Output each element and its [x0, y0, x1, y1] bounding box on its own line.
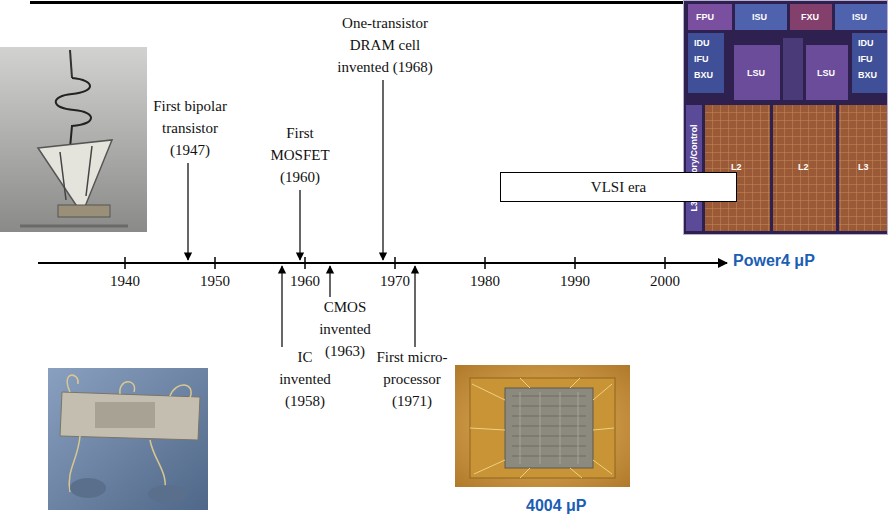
power4-chip-photo-part — [686, 105, 702, 231]
transistor-photo-part — [56, 78, 91, 148]
event-arrow — [329, 266, 330, 297]
chip-4004-photo-part — [455, 365, 630, 487]
power4-chip-photo-part — [773, 105, 836, 231]
era-box: VLSI era — [500, 172, 737, 202]
axis-year: 1990 — [560, 270, 590, 292]
first-ic-photo-part — [95, 402, 155, 428]
event-arrow — [414, 266, 415, 347]
timeline-axis-part — [38, 262, 727, 264]
event-label: CMOS invented (1963) — [312, 296, 378, 362]
axis-year: 1950 — [200, 270, 230, 292]
power4-chip-photo-part — [852, 33, 888, 93]
power4-chip-photo-part — [705, 105, 770, 231]
axis-year: 1970 — [380, 270, 410, 292]
timeline-axis-part — [664, 257, 666, 269]
chip-caption: Power4 μP — [733, 251, 815, 271]
event-label: One-transistor DRAM cell invented (1968) — [333, 12, 437, 78]
event-label: First bipolar transistor (1947) — [142, 95, 238, 161]
chip-4004-photo-part — [470, 378, 615, 478]
chip-unit-label: FXU — [801, 12, 819, 22]
power4-chip-photo-part — [806, 45, 848, 100]
transistor-photo — [0, 47, 147, 232]
transistor-photo-part — [58, 205, 110, 217]
first-ic-photo-part — [67, 375, 191, 398]
chip-unit-label: LSU — [747, 68, 765, 78]
chip-unit-label: L2 — [798, 162, 809, 172]
chip-unit-label: IDU — [694, 38, 710, 48]
power4-chip-photo-part — [688, 4, 732, 30]
power4-chip-photo-part — [835, 4, 888, 30]
power4-chip-photo-part — [735, 4, 787, 30]
first-ic-photo — [48, 368, 208, 510]
timeline-axis-part — [484, 257, 486, 269]
chip-4004-photo-part — [470, 378, 614, 478]
transistor-photo-part — [70, 50, 72, 78]
power4-chip-photo-part — [790, 4, 832, 30]
chip-unit-label: ISU — [752, 12, 767, 22]
axis-year: 1940 — [110, 270, 140, 292]
power4-chip-photo-part — [688, 33, 724, 93]
first-ic-photo-part — [148, 485, 188, 503]
event-label: First micro- processor (1971) — [371, 346, 453, 412]
event-arrow — [382, 80, 383, 260]
chip-unit-label: L3 — [858, 162, 869, 172]
chip-4004-photo-part — [520, 392, 578, 464]
axis-year: 1960 — [290, 270, 320, 292]
chip-unit-label: LSU — [817, 68, 835, 78]
chip-unit-label: BXU — [694, 70, 713, 80]
first-ic-photo-part — [70, 478, 106, 498]
chip-unit-label: BXU — [858, 70, 877, 80]
chip-unit-label: L2 — [731, 162, 742, 172]
first-ic-photo-part — [60, 392, 200, 440]
event-arrow — [187, 163, 188, 260]
chip-4004-photo — [455, 365, 630, 487]
era-label: VLSI era — [591, 177, 646, 197]
chip-unit-label: IFU — [694, 54, 709, 64]
event-arrow — [281, 266, 282, 347]
timeline-axis-part — [214, 257, 216, 269]
chip-unit-label: FPU — [696, 12, 714, 22]
timeline-axis-part — [304, 257, 306, 269]
event-label: IC invented (1958) — [275, 346, 335, 412]
power4-chip-photo-part — [839, 105, 888, 231]
transistor-photo-part — [38, 140, 112, 214]
axis-year: 1980 — [470, 270, 500, 292]
chip-4004-photo-part — [512, 396, 586, 456]
timeline-axis-part — [394, 257, 396, 269]
event-arrows — [188, 80, 415, 347]
chip-unit-label: IFU — [858, 54, 873, 64]
transistor-photo-part — [20, 225, 128, 228]
timeline-axis-part — [124, 257, 126, 269]
event-label: First MOSFET (1960) — [265, 122, 335, 188]
transistor-photo-part — [60, 146, 92, 200]
power4-chip-photo-part — [783, 38, 803, 100]
axis-year: 2000 — [650, 270, 680, 292]
timeline-axis-part — [574, 257, 576, 269]
chip-4004-photo-part — [505, 388, 593, 468]
chip-unit-label: IDU — [858, 38, 874, 48]
first-ic-photo-part — [48, 368, 208, 510]
event-arrow — [299, 190, 300, 260]
transistor-photo-part — [0, 47, 147, 232]
power4-chip-photo-part — [734, 45, 780, 100]
chip-unit-label: ISU — [852, 12, 867, 22]
chip-caption: 4004 μP — [526, 496, 587, 516]
